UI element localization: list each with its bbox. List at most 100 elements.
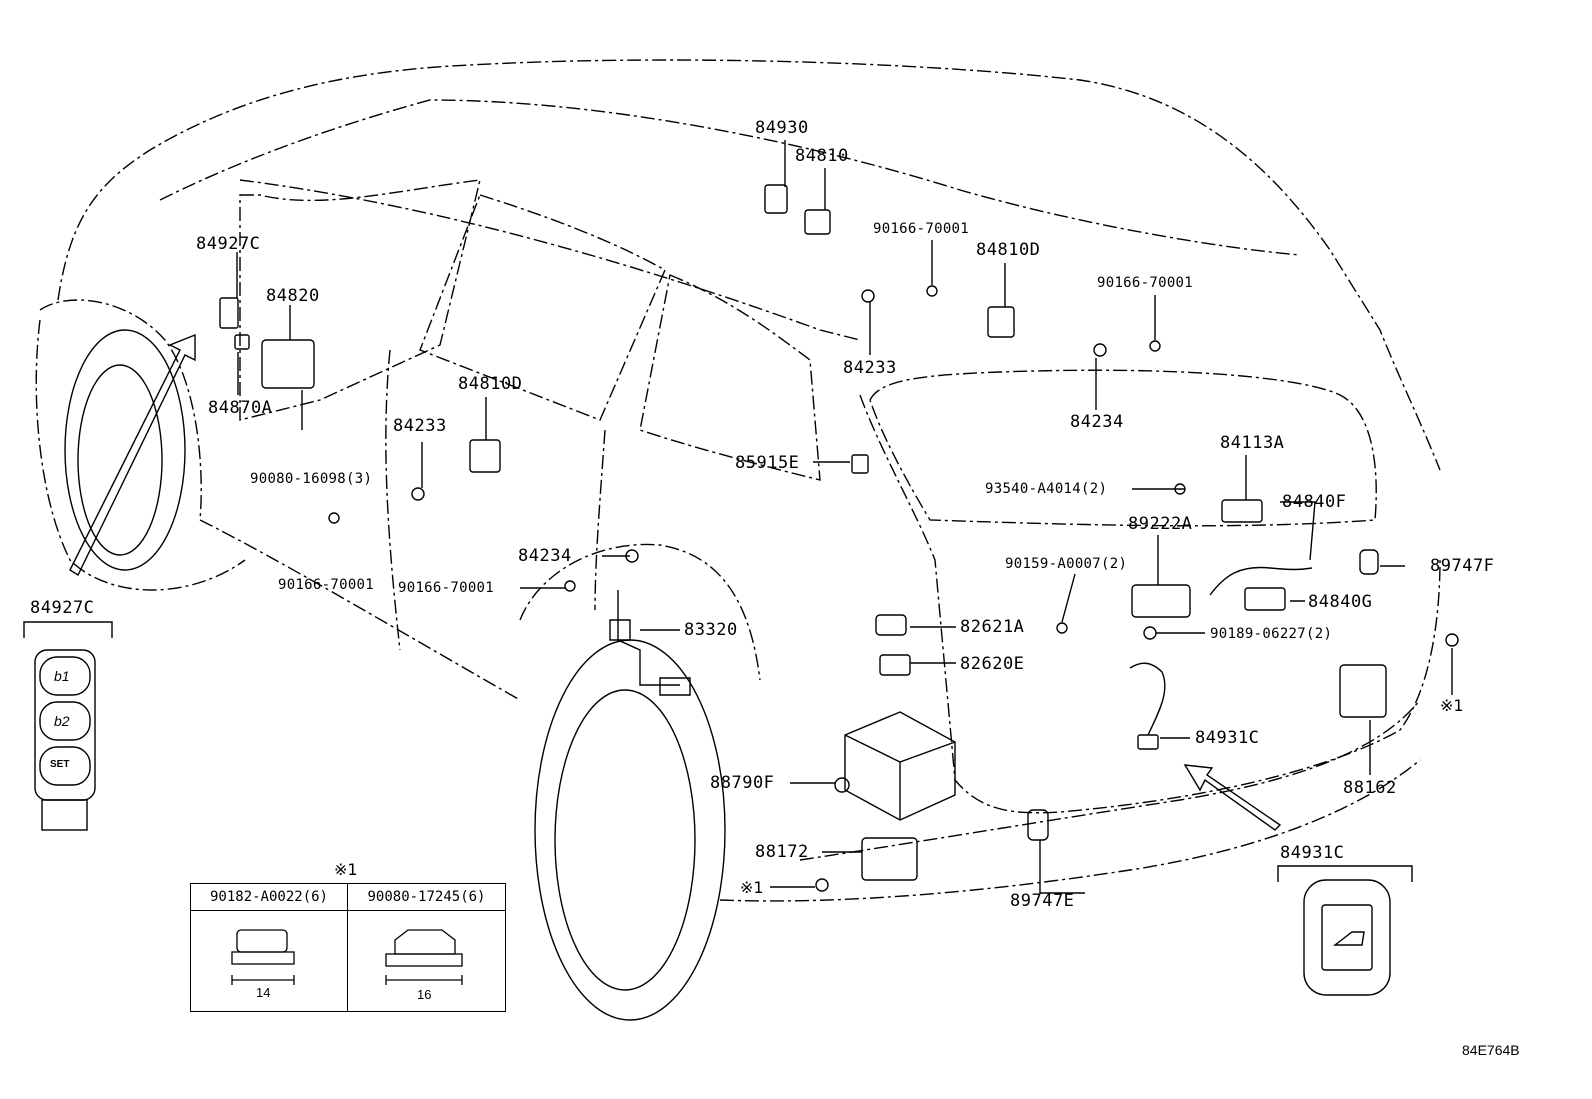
fastener-col-1-dimension: 14 [256, 985, 271, 1000]
part-84870A-shape [234, 334, 250, 350]
front-wheel [64, 329, 186, 571]
front-wheel-rim [77, 364, 163, 556]
label-82620E[interactable]: 82620E [960, 654, 1025, 674]
pointer-arrow-left [69, 333, 196, 577]
part-82621A-shape [875, 614, 907, 636]
mark-note-bottom: ※1 [740, 878, 764, 897]
part-84840G-shape [1244, 587, 1286, 611]
bolt-90166-left [328, 512, 340, 524]
label-88162[interactable]: 88162 [1343, 778, 1397, 798]
diagram-code: 84E764B [1462, 1042, 1520, 1058]
label-88790F[interactable]: 88790F [710, 773, 775, 793]
switch-button-b2: b2 [54, 713, 70, 729]
part-84930-shape [764, 184, 788, 214]
fastener-col-2-header[interactable]: 90080-17245(6) [348, 884, 505, 911]
door-line-rear [594, 429, 606, 611]
switch-button-set: SET [50, 759, 70, 770]
label-84927C-top[interactable]: 84927C [196, 234, 261, 254]
label-84931C-mid[interactable]: 84931C [1195, 728, 1260, 748]
label-93540[interactable]: 93540-A4014(2) [985, 481, 1108, 497]
rear-window-outline [869, 369, 1377, 527]
nut-right [1445, 633, 1459, 647]
mark-note-right: ※1 [1440, 696, 1464, 715]
body-lower-front [35, 319, 246, 591]
part-89747E-shape [1027, 809, 1049, 841]
part-84840F-wire [1209, 566, 1313, 596]
label-84870A[interactable]: 84870A [208, 398, 273, 418]
label-83320[interactable]: 83320 [684, 620, 738, 640]
switch-button-b1: b1 [54, 668, 70, 684]
label-90166-top[interactable]: 90166-70001 [873, 221, 970, 237]
part-84820-shape [261, 339, 315, 389]
fastener-col-1-header[interactable]: 90182-A0022(6) [191, 884, 347, 911]
clip-90189 [1143, 626, 1157, 640]
rear-wheel-arch [519, 543, 761, 681]
vehicle-roof-inner [159, 99, 1301, 256]
part-84810-shape [804, 209, 831, 235]
nut-bottom [815, 878, 829, 892]
part-84233-left-shape [411, 487, 425, 501]
rear-hatch-outline [859, 394, 1441, 814]
label-84233-mid[interactable]: 84233 [843, 358, 897, 378]
label-84113A[interactable]: 84113A [1220, 433, 1285, 453]
part-84810D-right-shape [987, 306, 1015, 338]
part-84113A-shape [1221, 499, 1263, 523]
inset-84931C [1277, 865, 1413, 996]
door-line-front [385, 349, 401, 651]
label-89222A[interactable]: 89222A [1128, 514, 1193, 534]
label-89747E[interactable]: 89747E [1010, 891, 1075, 911]
label-84930[interactable]: 84930 [755, 118, 809, 138]
part-82620E-shape [879, 654, 911, 676]
label-90189[interactable]: 90189-06227(2) [1210, 626, 1333, 642]
part-83320-shape [609, 590, 691, 696]
part-84234-right-shape [1093, 343, 1107, 357]
label-90166-mid[interactable]: 90166-70001 [398, 580, 495, 596]
part-89747F-shape [1359, 549, 1379, 575]
label-84931C-inset[interactable]: 84931C [1280, 843, 1345, 863]
part-84931C-wire [1129, 662, 1166, 736]
fastener-table: 90182-A0022(6) 90080-17245(6) [190, 883, 506, 1012]
label-90166-left[interactable]: 90166-70001 [278, 577, 375, 593]
label-84840F[interactable]: 84840F [1282, 492, 1347, 512]
bolt-90166-top [926, 285, 938, 297]
label-84810D-right[interactable]: 84810D [976, 240, 1041, 260]
part-84931C-shape [1137, 734, 1159, 750]
label-85915E[interactable]: 85915E [735, 453, 800, 473]
battery-box [844, 711, 956, 821]
part-84233-mid-shape [861, 289, 875, 303]
bolt-90166-mid [564, 580, 576, 592]
label-82621A[interactable]: 82621A [960, 617, 1025, 637]
label-84927C-inset[interactable]: 84927C [30, 598, 95, 618]
side-window-middle [419, 194, 666, 421]
part-85915E-shape [851, 454, 869, 474]
label-89747F[interactable]: 89747F [1430, 556, 1495, 576]
label-88172[interactable]: 88172 [755, 842, 809, 862]
label-84234-left[interactable]: 84234 [518, 546, 572, 566]
label-84810D-mid[interactable]: 84810D [458, 374, 523, 394]
pointer-arrow-right [1183, 764, 1282, 831]
label-84233-left[interactable]: 84233 [393, 416, 447, 436]
rear-bumper [719, 699, 1421, 902]
part-84927C-shape [219, 297, 239, 329]
label-84840G[interactable]: 84840G [1308, 592, 1373, 612]
rear-wheel-rim [554, 689, 696, 991]
part-88162-shape [1339, 664, 1387, 718]
fastener-drawings [231, 929, 463, 985]
part-88790F-shape [834, 777, 850, 793]
label-90159[interactable]: 90159-A0007(2) [1005, 556, 1128, 572]
front-wheel-arch [39, 299, 202, 521]
label-84810[interactable]: 84810 [795, 146, 849, 166]
vehicle-roof-outline [57, 59, 1441, 471]
vehicle-side-upper [239, 179, 861, 341]
fastener-table-divider [347, 884, 348, 1011]
side-window-rear [639, 274, 821, 481]
part-84810D-mid-shape [469, 439, 501, 473]
inset-84927C [23, 621, 113, 831]
label-90080-16098[interactable]: 90080-16098(3) [250, 471, 373, 487]
part-88172-shape [861, 837, 918, 881]
label-84234-right[interactable]: 84234 [1070, 412, 1124, 432]
label-84820[interactable]: 84820 [266, 286, 320, 306]
fastener-table-mark: ※1 [334, 860, 358, 879]
label-90166-right[interactable]: 90166-70001 [1097, 275, 1194, 291]
